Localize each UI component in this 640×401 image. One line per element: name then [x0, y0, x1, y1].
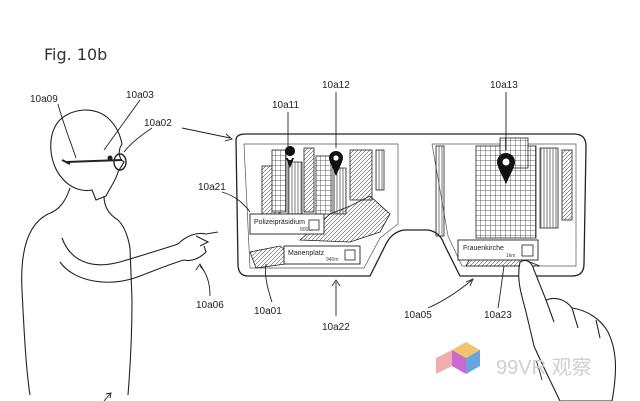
label-10a06: 10a06 [196, 300, 224, 311]
poi-thumbnail-icon [344, 249, 356, 261]
poi-distance: 800m [300, 227, 313, 233]
map-pin-icon [497, 153, 515, 184]
label-10a21: 10a21 [198, 182, 226, 193]
poi-name: Frauenkirche [463, 245, 504, 252]
person-figure [21, 109, 219, 396]
pointing-hand [518, 259, 616, 401]
label-10a05: 10a05 [404, 310, 432, 321]
poi-thumbnail-icon [308, 219, 320, 231]
label-10a22: 10a22 [322, 322, 350, 333]
watermark-text: 99VR 观察 [496, 356, 592, 379]
poi-thumbnail-icon [521, 244, 534, 257]
label-10a01: 10a01 [254, 306, 282, 317]
cube-logo-icon [436, 342, 480, 374]
poi-tag-frauenkirche[interactable]: Frauenkirche 1km [457, 239, 539, 261]
ar-glasses-display: Polizeipräsidium 800m Marienplatz 940m F… [235, 133, 587, 277]
poi-distance: 1km [506, 253, 515, 259]
label-10a12: 10a12 [322, 80, 350, 91]
poi-tag-police[interactable]: Polizeipräsidium 800m [249, 213, 325, 235]
watermark: 99VR 观察 [436, 342, 592, 379]
label-10a03: 10a03 [126, 90, 154, 101]
label-10a09: 10a09 [30, 94, 58, 105]
poi-name: Polizeipräsidium [254, 219, 305, 226]
poi-tag-marienplatz[interactable]: Marienplatz 940m [283, 245, 361, 265]
label-10a11: 10a11 [272, 100, 300, 111]
leader-lines [57, 92, 543, 401]
map-pin-icon [285, 146, 296, 168]
poi-distance: 940m [326, 257, 339, 263]
poi-name: Marienplatz [288, 250, 325, 257]
label-10a23: 10a23 [484, 310, 512, 321]
label-10a02: 10a02 [144, 118, 172, 129]
label-10a13: 10a13 [490, 80, 518, 91]
figure-title: Fig. 10b [44, 45, 107, 64]
reference-labels: 10a09 10a03 10a02 10a21 10a06 10a01 10a1… [30, 80, 518, 333]
map-pin-icon [329, 151, 343, 176]
